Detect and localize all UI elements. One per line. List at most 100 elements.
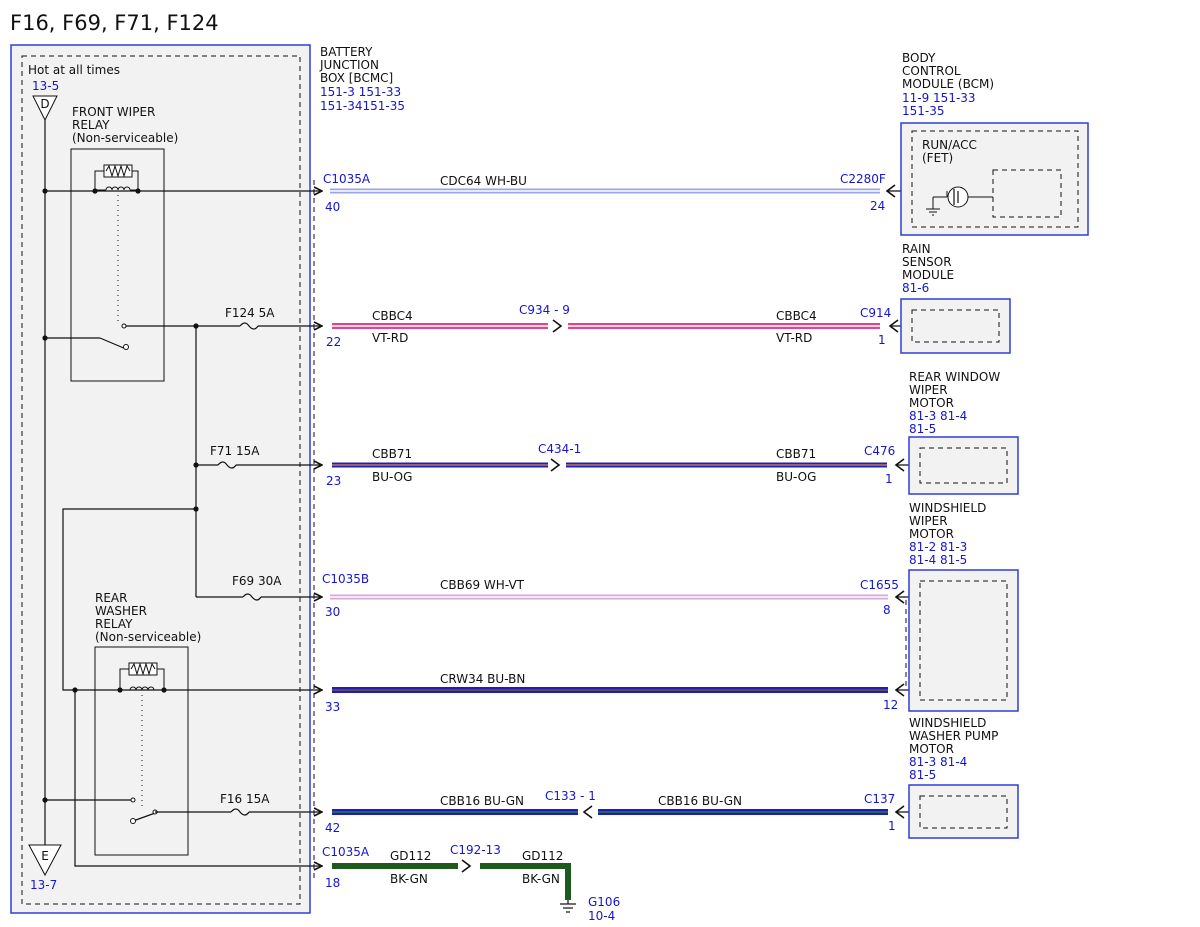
bjb-ref-2[interactable]: 151-34151-35 bbox=[320, 99, 405, 113]
circuit-cbb71-right-color: BU-OG bbox=[776, 470, 816, 484]
ws-wiper-ref-1[interactable]: 81-2 81-3 bbox=[909, 540, 967, 554]
circuit-gd112-right-color: BK-GN bbox=[522, 872, 560, 886]
rear-wiper-ref-2[interactable]: 81-5 bbox=[909, 422, 936, 436]
connector-c137[interactable]: C137 bbox=[864, 792, 895, 806]
bus-bottom-ref[interactable]: 13-7 bbox=[30, 878, 57, 892]
pin-24: 24 bbox=[870, 199, 885, 213]
svg-text:MOTOR: MOTOR bbox=[909, 742, 954, 756]
front-relay-switch-icon bbox=[45, 323, 129, 350]
circuit-cbbc4-right-color: VT-RD bbox=[776, 331, 812, 345]
rear-wiper-name: REAR WINDOW WIPER MOTOR bbox=[909, 370, 1000, 410]
bcm-name: BODY CONTROL MODULE (BCM) bbox=[902, 51, 994, 91]
ws-wiper-inner bbox=[919, 580, 1008, 701]
circuit-gd112-right-label: GD112 bbox=[522, 849, 563, 863]
connector-c476[interactable]: C476 bbox=[864, 444, 895, 458]
svg-text:SENSOR: SENSOR bbox=[902, 255, 952, 269]
svg-text:JUNCTION: JUNCTION bbox=[319, 58, 379, 72]
fuse-f124-icon bbox=[239, 322, 259, 330]
fuse-f69-label: F69 30A bbox=[232, 574, 282, 588]
bjb-wire-pin33 bbox=[62, 508, 322, 690]
ws-wiper-box[interactable] bbox=[908, 569, 1019, 712]
svg-text:WIPER: WIPER bbox=[909, 514, 948, 528]
rear-relay-box[interactable] bbox=[94, 646, 189, 856]
svg-text:RELAY: RELAY bbox=[72, 118, 110, 132]
connector-c434[interactable]: C434-1 bbox=[538, 442, 581, 456]
bus-top-triangle-icon bbox=[32, 95, 58, 122]
svg-text:WIPER: WIPER bbox=[909, 383, 948, 397]
ground-g106[interactable]: G106 bbox=[588, 895, 620, 909]
rear-relay-switch-icon bbox=[45, 797, 159, 824]
front-relay-box[interactable] bbox=[70, 148, 165, 382]
rear-relay-name: REAR WASHER RELAY (Non-serviceable) bbox=[95, 591, 201, 644]
pin-23: 23 bbox=[326, 474, 341, 488]
connector-c2280f[interactable]: C2280F bbox=[840, 172, 886, 186]
bus-bottom-letter: E bbox=[41, 849, 49, 863]
bjb-outline[interactable] bbox=[10, 44, 311, 914]
svg-text:WINDSHIELD: WINDSHIELD bbox=[909, 716, 986, 730]
bcm-ref-2[interactable]: 151-35 bbox=[902, 104, 945, 118]
pin-22: 22 bbox=[326, 335, 341, 349]
fet-icon bbox=[926, 186, 993, 216]
circuit-gd112-left-label: GD112 bbox=[390, 849, 431, 863]
connector-c1035a-bottom[interactable]: C1035A bbox=[322, 845, 370, 859]
rain-sensor-ref[interactable]: 81-6 bbox=[902, 281, 929, 295]
circuit-crw34-label: CRW34 BU-BN bbox=[440, 672, 525, 686]
bus-top-letter: D bbox=[40, 97, 49, 111]
pin-40: 40 bbox=[325, 200, 340, 214]
rear-wiper-ref-1[interactable]: 81-3 81-4 bbox=[909, 409, 967, 423]
svg-text:RELAY: RELAY bbox=[95, 617, 133, 631]
fuse-f124-label: F124 5A bbox=[225, 306, 275, 320]
svg-text:(Non-serviceable): (Non-serviceable) bbox=[95, 630, 201, 644]
connector-c1035a-top[interactable]: C1035A bbox=[323, 172, 371, 186]
rain-sensor-name: RAIN SENSOR MODULE bbox=[902, 242, 954, 282]
circuit-cbb71-left-color: BU-OG bbox=[372, 470, 412, 484]
fuse-f69-icon bbox=[242, 593, 262, 601]
rear-wiper-inner bbox=[919, 447, 1008, 484]
ws-pump-ref-1[interactable]: 81-3 81-4 bbox=[909, 755, 967, 769]
connector-c1035b[interactable]: C1035B bbox=[322, 572, 369, 586]
ground-icon bbox=[560, 903, 576, 913]
bcm-ref-1[interactable]: 11-9 151-33 bbox=[902, 91, 976, 105]
pin-1-c476: 1 bbox=[885, 472, 893, 486]
ws-pump-ref-2[interactable]: 81-5 bbox=[909, 768, 936, 782]
pin-12: 12 bbox=[883, 698, 898, 712]
connector-c934[interactable]: C934 - 9 bbox=[519, 303, 570, 317]
connector-c192[interactable]: C192-13 bbox=[450, 843, 501, 857]
rear-wiper-box[interactable] bbox=[908, 436, 1019, 495]
pin-8: 8 bbox=[883, 603, 891, 617]
bjb-inner-boundary bbox=[21, 55, 301, 905]
bjb-wire-pin18 bbox=[74, 690, 322, 866]
circuit-cbb69-label: CBB69 WH-VT bbox=[440, 578, 525, 592]
connector-c133[interactable]: C133 - 1 bbox=[545, 789, 596, 803]
pin-1-c914: 1 bbox=[878, 333, 886, 347]
svg-text:MOTOR: MOTOR bbox=[909, 396, 954, 410]
circuit-cbb16-right-label: CBB16 BU-GN bbox=[658, 794, 742, 808]
ws-wiper-ref-2[interactable]: 81-4 81-5 bbox=[909, 553, 967, 567]
bcm-inner-label-1: RUN/ACC bbox=[922, 138, 977, 152]
circuit-cdc64-label: CDC64 WH-BU bbox=[440, 174, 527, 188]
bus-top-ref[interactable]: 13-5 bbox=[32, 79, 59, 93]
ws-pump-box[interactable] bbox=[908, 784, 1019, 839]
bcm-logic-block bbox=[992, 169, 1062, 218]
svg-text:WASHER PUMP: WASHER PUMP bbox=[909, 729, 998, 743]
pin-42: 42 bbox=[325, 821, 340, 835]
svg-text:(Non-serviceable): (Non-serviceable) bbox=[72, 131, 178, 145]
fuse-f16-icon bbox=[230, 808, 250, 816]
bjb-ref-1[interactable]: 151-3 151-33 bbox=[320, 85, 401, 99]
ground-g106-ref[interactable]: 10-4 bbox=[588, 909, 615, 923]
front-relay-name: FRONT WIPER RELAY (Non-serviceable) bbox=[72, 105, 178, 145]
rain-sensor-box[interactable] bbox=[900, 298, 1011, 354]
circuit-gd112[interactable] bbox=[332, 863, 571, 900]
bcm-box[interactable] bbox=[900, 122, 1089, 236]
connector-c1655[interactable]: C1655 bbox=[860, 578, 899, 592]
page-title: F16, F69, F71, F124 bbox=[10, 11, 219, 35]
circuit-cbbc4-right-label: CBBC4 bbox=[776, 309, 817, 323]
hot-label: Hot at all times bbox=[28, 63, 120, 77]
connector-c914[interactable]: C914 bbox=[860, 306, 891, 320]
svg-text:BODY: BODY bbox=[902, 51, 936, 65]
bjb-name: BATTERY JUNCTION BOX [BCMC] bbox=[319, 45, 393, 85]
svg-text:WINDSHIELD: WINDSHIELD bbox=[909, 501, 986, 515]
pin-18: 18 bbox=[325, 876, 340, 890]
svg-text:RAIN: RAIN bbox=[902, 242, 931, 256]
